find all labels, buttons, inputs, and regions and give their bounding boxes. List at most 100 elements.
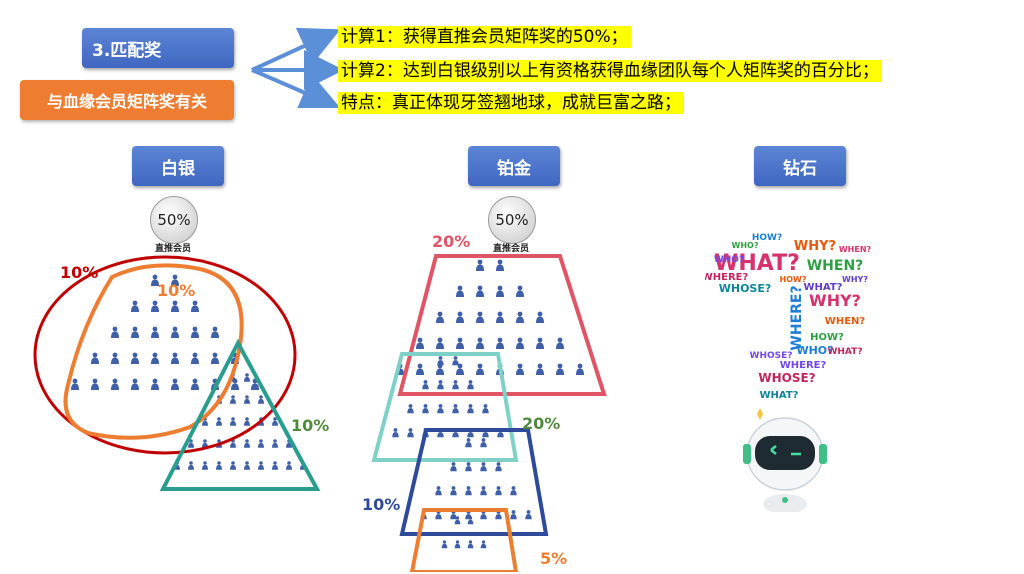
platinum-pink-trapezoid bbox=[397, 254, 607, 396]
person-icon bbox=[495, 462, 502, 472]
platinum-orange-trapezoid bbox=[409, 508, 519, 572]
person-icon bbox=[450, 486, 457, 496]
person-icon bbox=[131, 300, 139, 312]
person-icon bbox=[171, 352, 179, 364]
person-icon bbox=[171, 378, 179, 390]
person-icon bbox=[188, 461, 194, 470]
platinum-pct-top: 20% bbox=[432, 232, 471, 251]
person-icon bbox=[230, 395, 236, 404]
section-title: 3.匹配奖 bbox=[82, 28, 234, 68]
person-icon bbox=[516, 363, 524, 375]
person-icon bbox=[496, 285, 504, 297]
person-icon bbox=[230, 417, 236, 426]
person-icon bbox=[536, 311, 544, 323]
person-icon bbox=[171, 326, 179, 338]
person-icon bbox=[480, 438, 487, 448]
person-icon bbox=[151, 274, 159, 286]
cloud-word: WHERE? bbox=[780, 360, 827, 371]
person-icon bbox=[465, 462, 472, 472]
person-icon bbox=[456, 285, 464, 297]
cloud-word: WHEN? bbox=[825, 316, 866, 327]
person-icon bbox=[476, 337, 484, 349]
person-icon bbox=[436, 363, 444, 375]
person-icon bbox=[171, 274, 179, 286]
person-icon bbox=[392, 428, 399, 438]
person-icon bbox=[151, 378, 159, 390]
person-icon bbox=[272, 461, 278, 470]
person-icon bbox=[422, 404, 429, 414]
person-icon bbox=[482, 404, 489, 414]
person-icon bbox=[456, 363, 464, 375]
silver-pct-inner: 10% bbox=[157, 281, 196, 300]
person-icon bbox=[467, 516, 474, 525]
person-icon bbox=[454, 516, 461, 525]
cloud-word: HOW? bbox=[752, 233, 782, 243]
person-icon bbox=[516, 337, 524, 349]
person-icon bbox=[510, 486, 517, 496]
person-icon bbox=[456, 311, 464, 323]
person-icon bbox=[436, 337, 444, 349]
person-icon bbox=[416, 363, 424, 375]
cloud-word: WHERE? bbox=[789, 285, 805, 350]
person-icon bbox=[452, 356, 459, 366]
person-icon bbox=[441, 540, 448, 549]
person-icon bbox=[151, 326, 159, 338]
silver-pct-left: 10% bbox=[60, 263, 99, 282]
arrow-up-icon bbox=[251, 27, 338, 72]
person-icon bbox=[454, 540, 461, 549]
person-icon bbox=[467, 540, 474, 549]
person-icon bbox=[244, 373, 250, 382]
cloud-word: WHERE? bbox=[705, 272, 748, 283]
person-icon bbox=[191, 300, 199, 312]
silver-red-ellipse bbox=[33, 255, 297, 455]
person-icon bbox=[191, 326, 199, 338]
person-icon bbox=[437, 404, 444, 414]
person-icon bbox=[91, 352, 99, 364]
person-icon bbox=[435, 486, 442, 496]
platinum-navy-trapezoid bbox=[399, 428, 549, 536]
cloud-word: WHO? bbox=[714, 255, 744, 265]
person-icon bbox=[244, 395, 250, 404]
person-icon bbox=[188, 439, 194, 448]
person-icon bbox=[476, 285, 484, 297]
level-diamond-button[interactable]: 钻石 bbox=[754, 146, 846, 186]
person-icon bbox=[437, 380, 444, 390]
platinum-direct-value: 50% bbox=[495, 211, 529, 229]
person-icon bbox=[216, 461, 222, 470]
person-icon bbox=[510, 510, 517, 520]
person-icon bbox=[452, 380, 459, 390]
person-icon bbox=[272, 417, 278, 426]
person-icon bbox=[480, 540, 487, 549]
person-icon bbox=[465, 486, 472, 496]
level-platinum-button[interactable]: 铂金 bbox=[468, 146, 560, 186]
person-icon bbox=[131, 378, 139, 390]
person-icon bbox=[407, 428, 414, 438]
person-icon bbox=[244, 461, 250, 470]
person-icon bbox=[556, 337, 564, 349]
person-icon bbox=[202, 461, 208, 470]
cloud-word: HOW? bbox=[810, 332, 844, 343]
person-icon bbox=[516, 311, 524, 323]
person-icon bbox=[258, 461, 264, 470]
person-icon bbox=[191, 352, 199, 364]
question-mark-word-cloud: WHAT?WHY?WHEN?HOW?WHO?WHERE?WHOSE?WHAT?W… bbox=[705, 233, 872, 512]
person-icon bbox=[416, 337, 424, 349]
person-icon bbox=[436, 311, 444, 323]
person-icon bbox=[131, 326, 139, 338]
person-icon bbox=[230, 461, 236, 470]
level-silver-button[interactable]: 白银 bbox=[132, 146, 224, 186]
cloud-word: WHY? bbox=[809, 291, 861, 310]
cloud-word: WHY? bbox=[794, 239, 836, 254]
person-icon bbox=[476, 363, 484, 375]
silver-direct-caption: 直推会员 bbox=[154, 244, 191, 254]
cloud-word: WHAT? bbox=[760, 390, 799, 401]
person-icon bbox=[244, 417, 250, 426]
cloud-word: WHAT? bbox=[714, 251, 800, 276]
person-icon bbox=[536, 337, 544, 349]
person-icon bbox=[496, 311, 504, 323]
person-icon bbox=[452, 404, 459, 414]
person-icon bbox=[496, 259, 504, 271]
person-icon bbox=[450, 462, 457, 472]
robot-mascot-icon bbox=[743, 408, 827, 512]
person-icon bbox=[437, 356, 444, 366]
